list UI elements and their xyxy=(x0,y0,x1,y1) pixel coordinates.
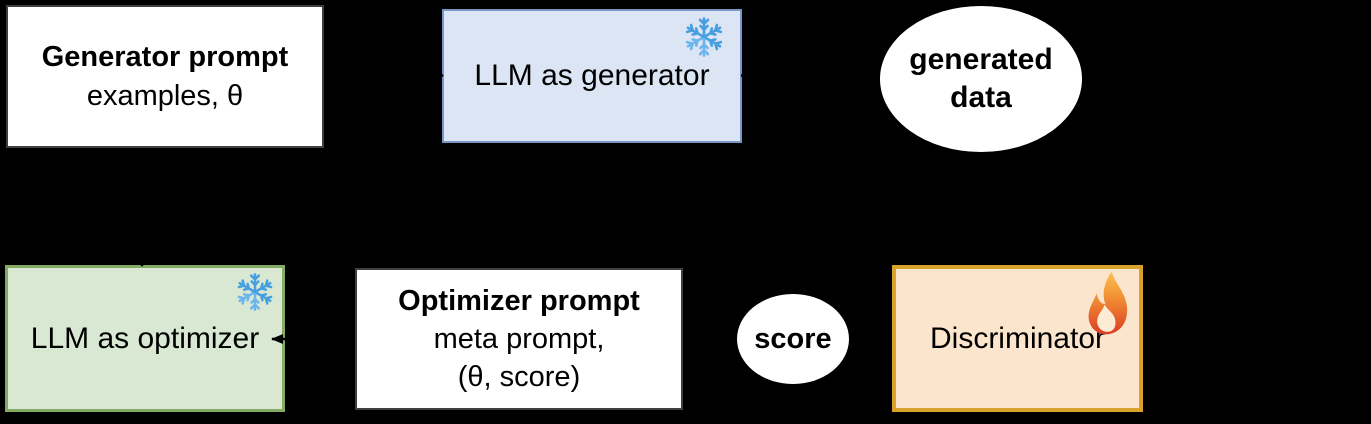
discriminator-box: Discriminator xyxy=(892,265,1143,412)
optimizer-prompt-line3: (θ, score) xyxy=(457,361,581,393)
generator-prompt-box: Generator prompt examples, θ xyxy=(6,5,324,148)
score-ellipse: score xyxy=(737,294,849,384)
llm-as-generator-box: LLM as generator xyxy=(442,9,742,143)
generated-data-line1: generated xyxy=(909,43,1053,76)
optimizer-prompt-title: Optimizer prompt xyxy=(398,285,640,317)
llm-as-optimizer-box: LLM as optimizer xyxy=(5,265,285,412)
llm-optimizer-label: LLM as optimizer xyxy=(30,321,260,355)
flame-icon xyxy=(1088,271,1128,335)
generated-data-line2: data xyxy=(950,81,1012,114)
optimizer-prompt-box: Optimizer prompt meta prompt, (θ, score) xyxy=(355,268,683,410)
generator-prompt-title: Generator prompt xyxy=(41,40,289,73)
arrow-generated-data-to-discriminator xyxy=(979,154,1016,259)
llm-generator-label: LLM as generator xyxy=(474,59,710,92)
score-label: score xyxy=(754,322,832,355)
optimizer-prompt-line2: meta prompt, xyxy=(433,323,605,355)
generated-data-ellipse: generated data xyxy=(880,6,1082,152)
arrow-llm-generator-to-generated-data xyxy=(740,71,873,82)
discriminator-label: Discriminator xyxy=(929,321,1106,355)
snowflake-icon xyxy=(684,17,724,57)
snowflake-icon xyxy=(236,273,274,311)
generator-prompt-subtitle: examples, θ xyxy=(86,79,244,112)
